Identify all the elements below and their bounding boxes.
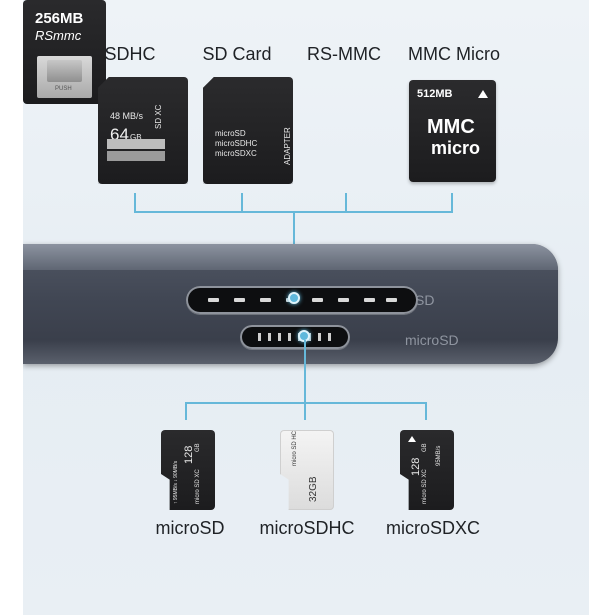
connector-line bbox=[345, 193, 347, 213]
sd-port-label: SD bbox=[415, 292, 435, 308]
sdhc-card: 48 MB/s 64 GB SD XC bbox=[98, 77, 188, 184]
rs-mmc-label: RS-MMC bbox=[307, 44, 381, 64]
mmc-micro-card: 512MB MMC micro bbox=[409, 80, 496, 182]
slot-pin bbox=[318, 333, 321, 341]
connector-line bbox=[451, 193, 453, 213]
rs-mmc-extension: PUSH bbox=[37, 56, 92, 98]
sdhc-label: SDHC bbox=[104, 44, 156, 64]
connector-line bbox=[134, 193, 136, 213]
microsd-card: 128 GB ↑ 95MB/s ↓ 90MB/s micro SD XC bbox=[161, 430, 215, 510]
sdhc-speed: 48 MB/s bbox=[110, 111, 144, 121]
product-image: SDHC SD Card RS-MMC MMC Micro 48 MB/s 64… bbox=[23, 0, 589, 615]
rs-mmc-capacity: 256MB bbox=[35, 10, 84, 27]
mmc-micro-line-2: micro bbox=[431, 138, 481, 158]
sd-card-line-3: microSDXC bbox=[215, 149, 257, 158]
microsdhc-card: 32GB micro SD HC bbox=[280, 430, 334, 510]
rs-mmc-extension-panel bbox=[47, 60, 82, 82]
sd-card-line-1: microSD bbox=[215, 129, 246, 138]
slot-pin bbox=[208, 298, 219, 302]
sdhc-stripe bbox=[107, 139, 165, 149]
microsd-slot bbox=[240, 325, 350, 349]
slot-pin bbox=[260, 298, 271, 302]
connector-line bbox=[304, 340, 306, 420]
microsd-unit: GB bbox=[195, 443, 201, 452]
microsdxc-capacity: 128 bbox=[410, 457, 422, 476]
mmc-micro-line-1: MMC bbox=[427, 116, 475, 138]
mmc-micro-label: MMC Micro bbox=[408, 44, 500, 64]
microsd-speed: ↑ 95MB/s ↓ 90MB/s bbox=[173, 460, 179, 504]
sd-card-line-2: microSDHC bbox=[215, 139, 258, 148]
mmc-micro-capacity: 512MB bbox=[417, 88, 453, 100]
slot-pin bbox=[288, 333, 291, 341]
microsdxc-speed: 95MB/s bbox=[436, 445, 442, 466]
microsdxc-label: microSDXC bbox=[385, 518, 481, 538]
slot-pin bbox=[328, 333, 331, 341]
microsd-capacity: 128 bbox=[183, 445, 195, 464]
microsdhc-mark: micro SD HC bbox=[292, 430, 298, 466]
card-reader-hub-top bbox=[23, 244, 558, 270]
microsd-mark: micro SD XC bbox=[195, 469, 201, 504]
slot-pin bbox=[364, 298, 375, 302]
connector-line bbox=[425, 402, 427, 420]
sdhc-unit: GB bbox=[130, 133, 142, 142]
sd-card-label: SD Card bbox=[202, 44, 272, 64]
sdhc-stripe-lower bbox=[107, 151, 165, 161]
sd-slot bbox=[186, 286, 418, 314]
slot-pin bbox=[312, 298, 323, 302]
rs-mmc-push: PUSH bbox=[55, 86, 72, 92]
connector-line bbox=[241, 193, 243, 213]
slot-pin bbox=[258, 333, 261, 341]
microsdhc-label: microSDHC bbox=[259, 518, 355, 538]
sdhc-mark: SD XC bbox=[154, 104, 163, 129]
slot-pin bbox=[234, 298, 245, 302]
rs-mmc-brand: RSmmc bbox=[35, 28, 82, 43]
triangle-icon bbox=[478, 90, 488, 98]
slot-pin bbox=[338, 298, 349, 302]
slot-pin bbox=[268, 333, 271, 341]
microsd-label: microSD bbox=[155, 518, 225, 538]
connector-line bbox=[185, 402, 427, 404]
rs-mmc-card: 256MB RSmmc PUSH bbox=[23, 0, 106, 104]
sd-card-adapter: microSD microSDHC microSDXC ADAPTER bbox=[203, 77, 293, 184]
microsd-port-label: microSD bbox=[405, 332, 459, 348]
slot-pin bbox=[278, 333, 281, 341]
triangle-icon bbox=[408, 436, 416, 442]
connector-line bbox=[185, 402, 187, 420]
microsdxc-card: 128 GB 95MB/s micro SD XC bbox=[400, 430, 454, 510]
microsdhc-capacity: 32GB bbox=[308, 476, 319, 502]
microsdxc-unit: GB bbox=[422, 443, 428, 452]
slot-pin bbox=[386, 298, 397, 302]
sd-connection-dot bbox=[288, 292, 300, 304]
sd-card-side-text: ADAPTER bbox=[283, 127, 292, 165]
microsdxc-mark: micro SD XC bbox=[422, 469, 428, 504]
